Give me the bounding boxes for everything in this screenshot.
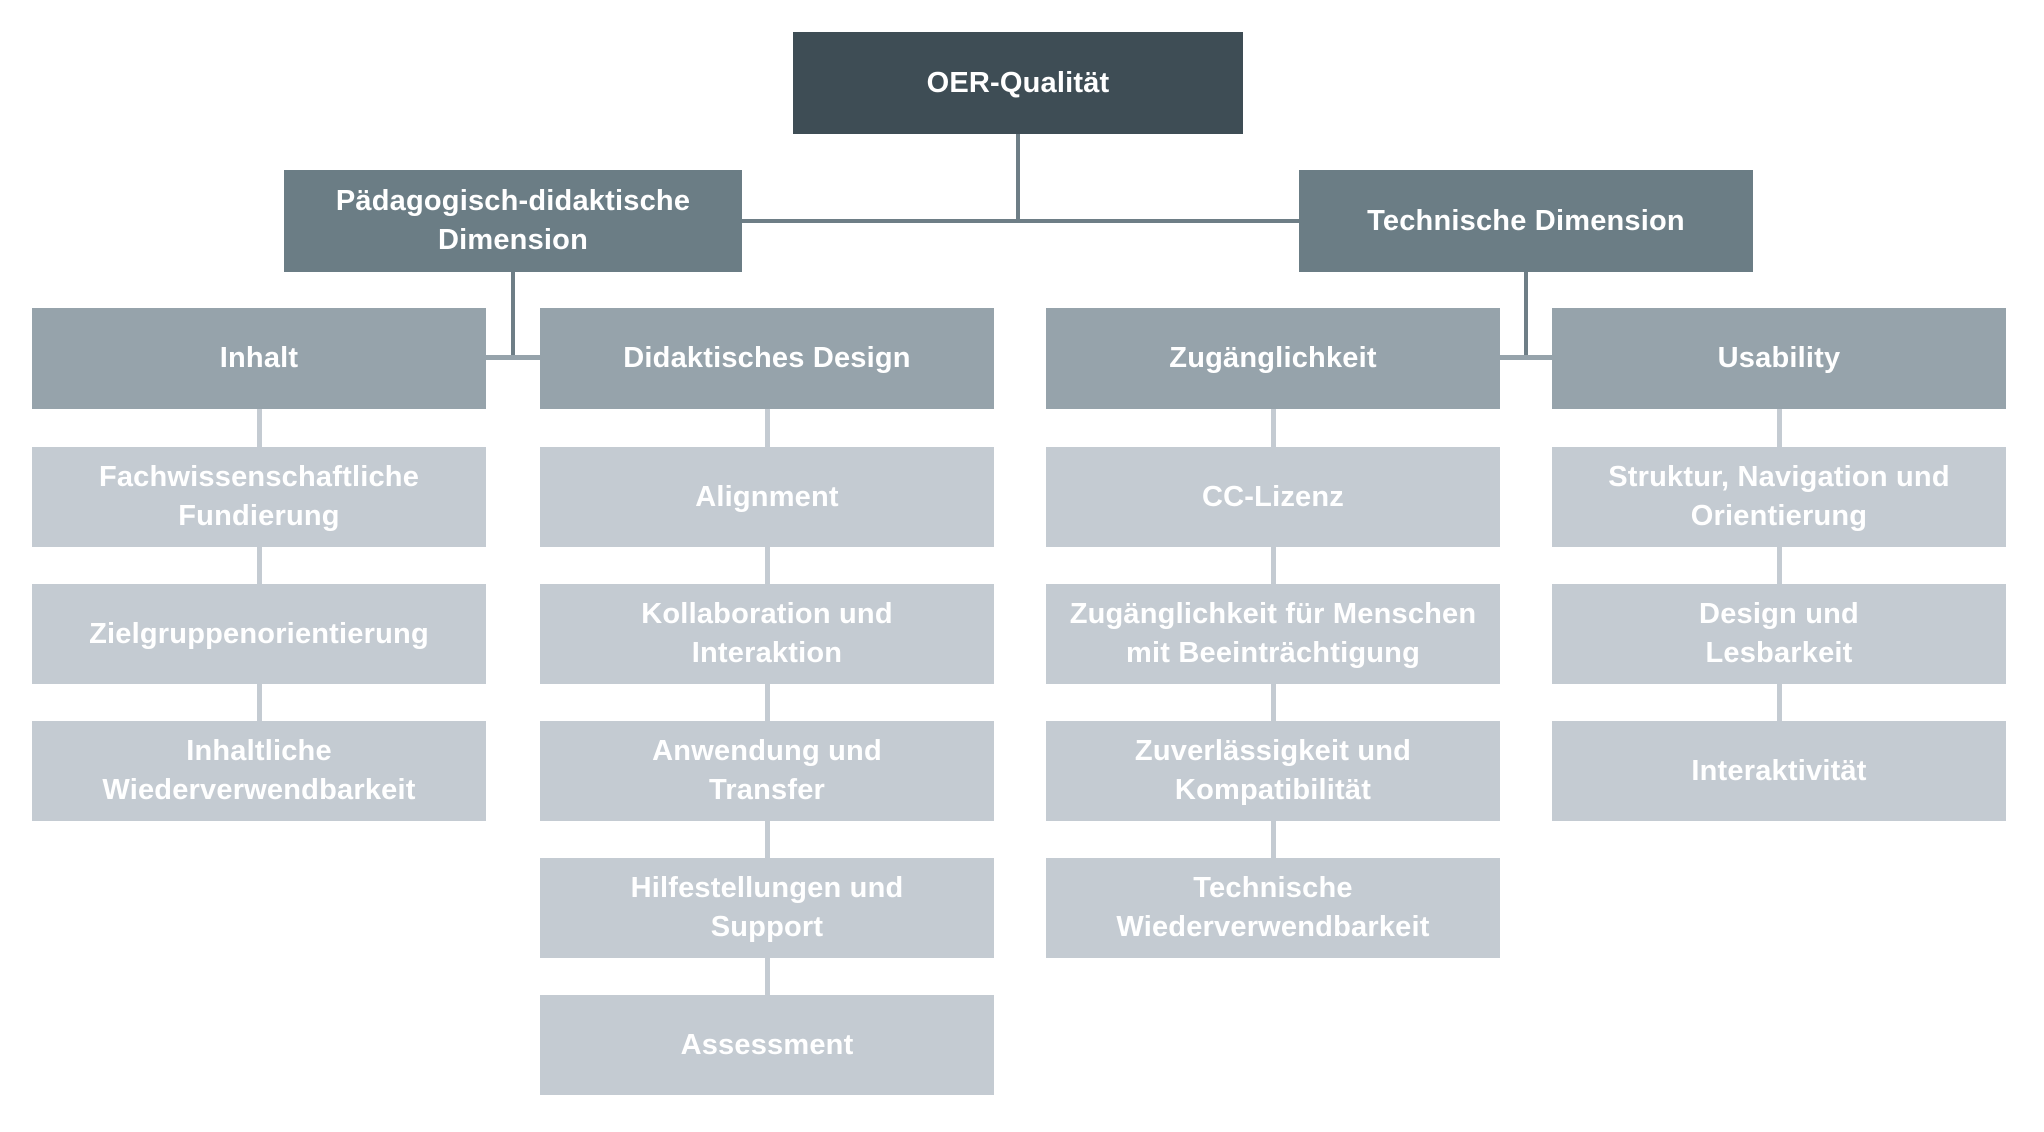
node-item-struktur-navigation-und-orientierung: Struktur, Navigation und Orientierung	[1552, 447, 2006, 547]
node-zugaenglichkeit: Zugänglichkeit	[1046, 308, 1500, 409]
item-label: Hilfestellungen und Support	[630, 872, 904, 943]
node-item-inhaltliche-wiederverwendbarkeit: Inhaltliche Wiederverwendbarkeit	[32, 721, 486, 821]
connector-stub-zugaenglichkeit-usability	[1500, 355, 1552, 360]
node-item-zugaenglichkeit-fuer-menschen-mit-beeintraechtigung: Zugänglichkeit für Menschen mit Beeinträ…	[1046, 584, 1500, 684]
node-didaktisches-design-label: Didaktisches Design	[623, 342, 911, 375]
item-label: Alignment	[695, 480, 839, 513]
item-label: Zielgruppenorientierung	[89, 617, 429, 650]
node-zugaenglichkeit-label: Zugänglichkeit	[1169, 342, 1377, 375]
node-usability-label: Usability	[1717, 342, 1841, 375]
node-inhalt-label: Inhalt	[219, 342, 299, 375]
connector-col2-gap1	[765, 409, 770, 447]
connector-stub-inhalt-didaktisches	[486, 355, 540, 360]
connector-col4-gap2	[1777, 547, 1782, 584]
connector-root-horizontal	[742, 219, 1299, 223]
item-label: Anwendung und Transfer	[652, 735, 882, 806]
connector-col3-gap3	[1271, 684, 1276, 721]
connector-col1-gap3	[257, 684, 262, 721]
connector-col4-gap1	[1777, 409, 1782, 447]
item-label: Assessment	[680, 1028, 854, 1061]
connector-col4-gap3	[1777, 684, 1782, 721]
node-technische-dimension: Technische Dimension	[1299, 170, 1753, 272]
node-technische-dimension-label: Technische Dimension	[1367, 204, 1685, 237]
node-item-anwendung-und-transfer: Anwendung und Transfer	[540, 721, 994, 821]
node-item-zielgruppenorientierung: Zielgruppenorientierung	[32, 584, 486, 684]
node-item-design-und-lesbarkeit: Design und Lesbarkeit	[1552, 584, 2006, 684]
node-oer-qualitaet-label: OER-Qualität	[926, 66, 1110, 99]
item-label: Struktur, Navigation und Orientierung	[1608, 461, 1950, 532]
node-paedagogisch-didaktische-dimension-label: Pädagogisch-didaktische Dimension	[335, 185, 691, 256]
item-label: Kollaboration und Interaktion	[641, 598, 893, 669]
connector-col3-gap1	[1271, 409, 1276, 447]
connector-col3-gap4	[1271, 821, 1276, 858]
item-label: CC-Lizenz	[1202, 480, 1344, 513]
connector-col2-gap4	[765, 821, 770, 858]
node-usability: Usability	[1552, 308, 2006, 409]
item-label: Zugänglichkeit für Menschen mit Beeinträ…	[1069, 598, 1477, 669]
node-item-alignment: Alignment	[540, 447, 994, 547]
node-oer-qualitaet: OER-Qualität	[793, 32, 1243, 134]
node-item-assessment: Assessment	[540, 995, 994, 1095]
connector-col3-gap2	[1271, 547, 1276, 584]
item-label: Zuverlässigkeit und Kompatibilität	[1134, 735, 1412, 806]
item-label: Interaktivität	[1691, 754, 1867, 787]
node-item-kollaboration-und-interaktion: Kollaboration und Interaktion	[540, 584, 994, 684]
connector-col2-gap2	[765, 547, 770, 584]
node-item-fachwissenschaftliche-fundierung: Fachwissenschaftliche Fundierung	[32, 447, 486, 547]
connector-paedagogisch-vertical	[511, 272, 515, 360]
node-item-zuverlaessigkeit-und-kompatibilitaet: Zuverlässigkeit und Kompatibilität	[1046, 721, 1500, 821]
node-paedagogisch-didaktische-dimension: Pädagogisch-didaktische Dimension	[284, 170, 742, 272]
connector-col1-gap2	[257, 547, 262, 584]
node-item-hilfestellungen-und-support: Hilfestellungen und Support	[540, 858, 994, 958]
connector-col1-gap1	[257, 409, 262, 447]
node-inhalt: Inhalt	[32, 308, 486, 409]
connector-technisch-vertical	[1524, 272, 1528, 360]
node-item-cc-lizenz: CC-Lizenz	[1046, 447, 1500, 547]
connector-root-vertical	[1016, 134, 1020, 223]
node-item-technische-wiederverwendbarkeit: Technische Wiederverwendbarkeit	[1046, 858, 1500, 958]
item-label: Inhaltliche Wiederverwendbarkeit	[102, 735, 416, 806]
item-label: Design und Lesbarkeit	[1699, 598, 1859, 669]
connector-col2-gap3	[765, 684, 770, 721]
item-label: Fachwissenschaftliche Fundierung	[98, 461, 420, 532]
node-didaktisches-design: Didaktisches Design	[540, 308, 994, 409]
node-item-interaktivitaet: Interaktivität	[1552, 721, 2006, 821]
item-label: Technische Wiederverwendbarkeit	[1116, 872, 1430, 943]
connector-col2-gap5	[765, 958, 770, 995]
